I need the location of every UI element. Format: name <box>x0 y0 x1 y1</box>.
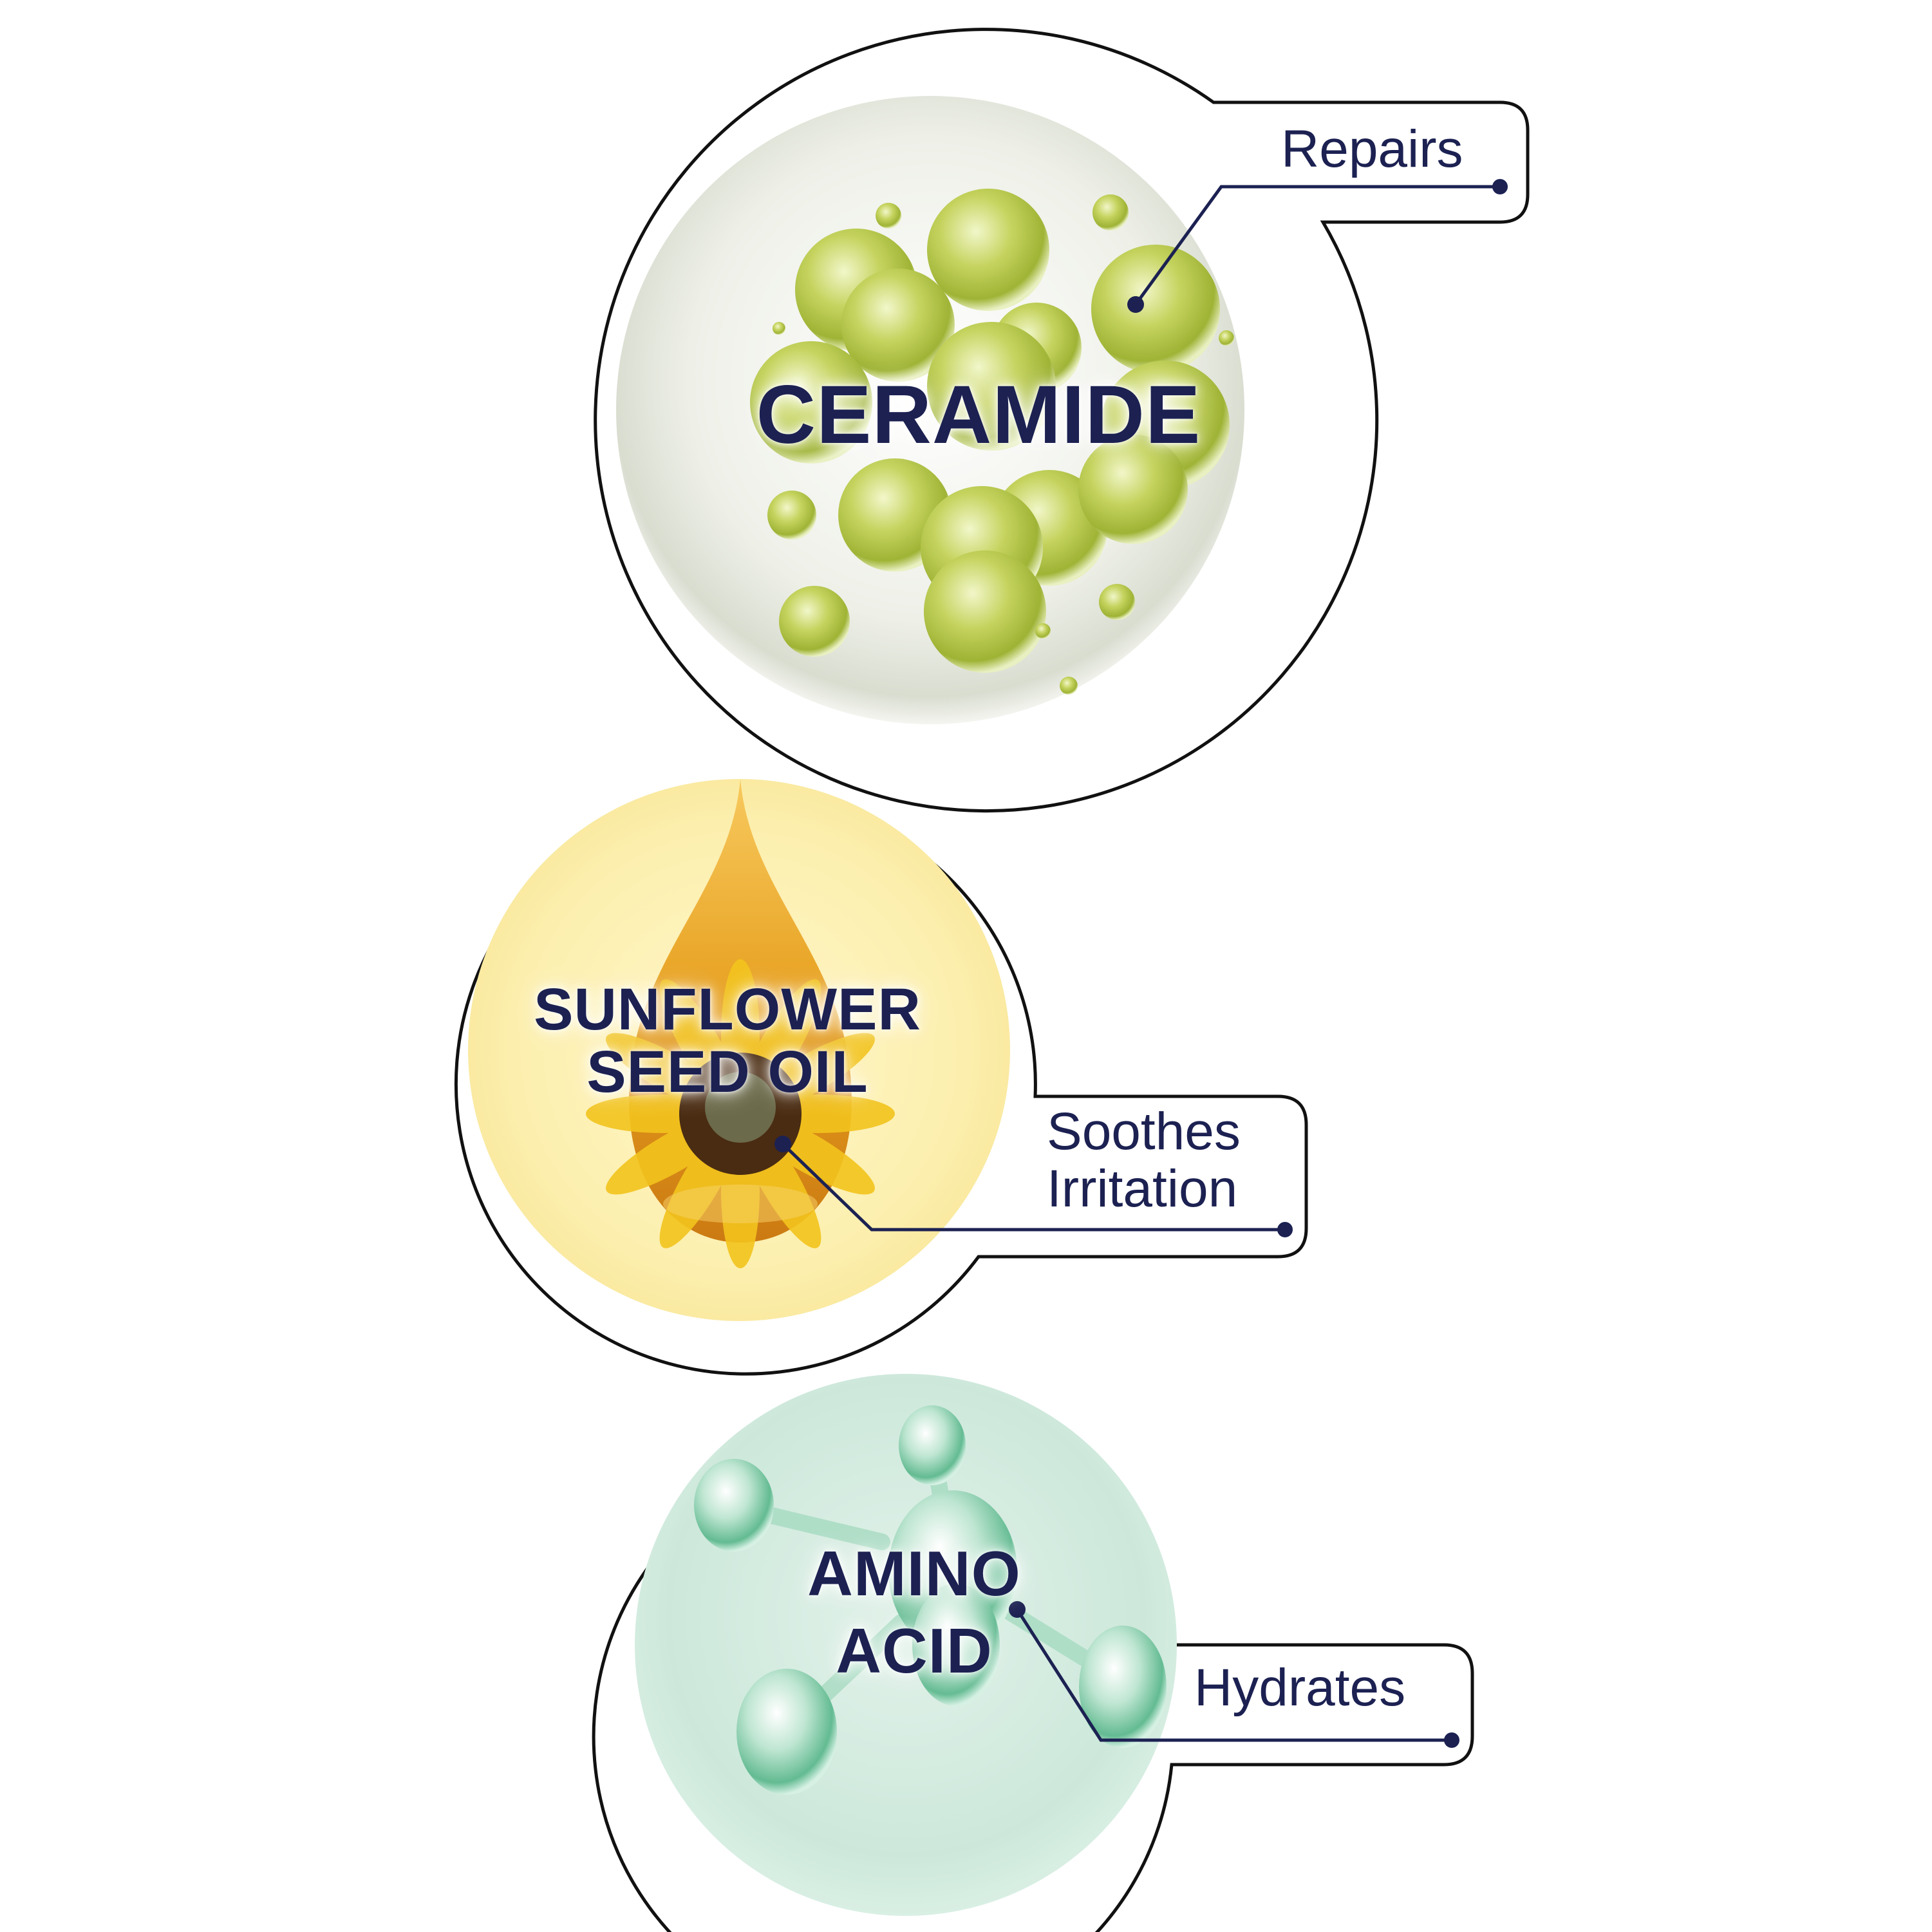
amino-connector-dot-end <box>1444 1732 1459 1748</box>
sunflower-title-line-1: SUNFLOWER <box>534 977 921 1042</box>
ceramide-connector-dot-start <box>1127 296 1144 313</box>
ceramide-connector-dot-end <box>1492 179 1508 194</box>
sunflower-title: SUNFLOWER SEED OIL <box>515 979 940 1103</box>
sunflower-benefit-line-2: Irritation <box>1047 1159 1238 1218</box>
sunflower-connector-dot-end <box>1277 1222 1293 1237</box>
sunflower-connector-dot-start <box>774 1136 791 1152</box>
ceramide-title-line: CERAMIDE <box>756 369 1201 461</box>
sunflower-card <box>454 779 1308 1376</box>
ceramide-benefit-label: Repairs <box>1281 120 1463 178</box>
ceramide-benefit-line: Repairs <box>1281 120 1463 178</box>
ceramide-title: CERAMIDE <box>747 369 1210 461</box>
sunflower-oil-drop-icon <box>586 779 895 1268</box>
amino-benefit-line: Hydrates <box>1194 1658 1406 1717</box>
oil-bubbles-icon <box>750 189 1234 695</box>
sunflower-connector-line <box>782 1143 1285 1232</box>
amino-title: AMINO ACID <box>747 1535 1082 1689</box>
sunflower-benefit-label: Soothes Irritation <box>1047 1103 1241 1217</box>
amino-connector-line <box>1015 1608 1452 1742</box>
amino-title-line-2: ACID <box>836 1615 993 1686</box>
molecule-icon <box>694 1405 1167 1795</box>
amino-benefit-label: Hydrates <box>1194 1658 1406 1717</box>
amino-title-line-1: AMINO <box>807 1538 1021 1609</box>
sunflower-title-line-2: SEED OIL <box>586 1038 868 1105</box>
ceramide-card <box>594 28 1530 813</box>
sunflower-benefit-line-1: Soothes <box>1047 1102 1241 1161</box>
amino-connector-dot-start <box>1009 1601 1026 1618</box>
ceramide-connector-line <box>1134 185 1500 306</box>
amino-card <box>592 1374 1474 1932</box>
